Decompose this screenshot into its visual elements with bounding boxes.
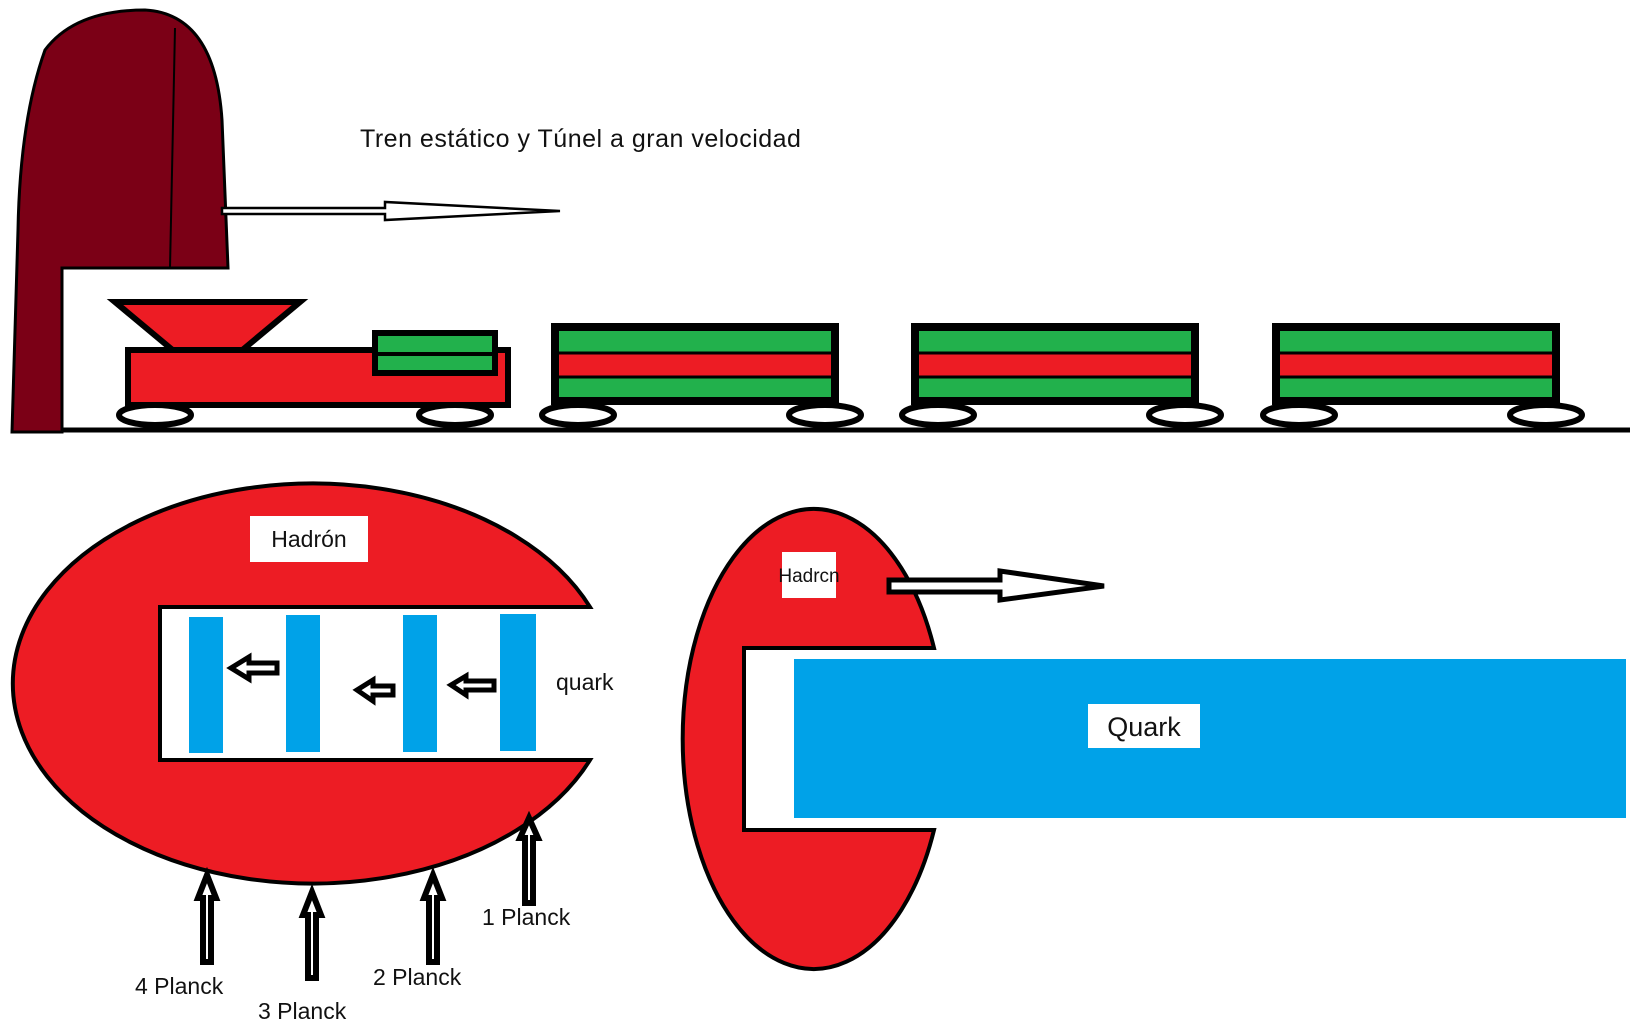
quark-large-label: Quark (1107, 712, 1181, 742)
hadron-right-shape (680, 507, 937, 971)
wheel (1507, 402, 1585, 428)
quark-bar (286, 615, 320, 752)
wheel (416, 402, 494, 428)
arrow-up-icon (515, 810, 543, 906)
tunnel-motion-arrow-icon (220, 200, 561, 222)
planck-label-1: 1 Planck (482, 904, 571, 930)
planck-label-3: 3 Planck (258, 998, 347, 1024)
arrow-up-icon (298, 883, 326, 981)
tunnel (10, 8, 230, 434)
tunnel-divider (169, 27, 176, 269)
quark-bar (500, 614, 536, 751)
hadron-left-label: Hadrón (271, 526, 346, 552)
quark-label-small: quark (556, 669, 614, 695)
hadron-right-label: Hadrcn (778, 566, 839, 587)
arrow-up-icon (419, 866, 447, 965)
arrow-left-icon (226, 652, 280, 684)
hadron-left-label-box (250, 516, 368, 562)
arrow-left-icon (352, 675, 396, 706)
hadron-left: Hadrón (10, 481, 594, 886)
planck-label-4: 4 Planck (135, 973, 224, 999)
wagon-1 (539, 323, 864, 428)
quark-large-block (794, 659, 1626, 818)
locomotive-funnel (106, 299, 309, 355)
quark-bar (403, 615, 437, 752)
diagram-title: Tren estático y Túnel a gran velocidad (360, 125, 801, 153)
wheel (539, 402, 617, 428)
wheel (1260, 402, 1338, 428)
arrow-up-icon (193, 866, 221, 965)
hadron-right-label-box (782, 552, 836, 598)
wagon-3 (1260, 323, 1585, 428)
quark-bar (189, 617, 223, 753)
hadron-left-shape (10, 481, 594, 886)
arrow-right-icon (886, 568, 1105, 603)
wheel (1146, 402, 1224, 428)
wheel (899, 402, 977, 428)
quark-bars (189, 614, 536, 753)
wheel (786, 402, 864, 428)
wheel (116, 402, 194, 428)
planck-label-2: 2 Planck (373, 964, 462, 990)
hadron-right: Hadrcn (680, 507, 937, 971)
locomotive (106, 299, 511, 428)
wagon-2 (899, 323, 1224, 428)
quark-large-label-box (1088, 704, 1200, 748)
arrow-left-icon (446, 671, 497, 700)
